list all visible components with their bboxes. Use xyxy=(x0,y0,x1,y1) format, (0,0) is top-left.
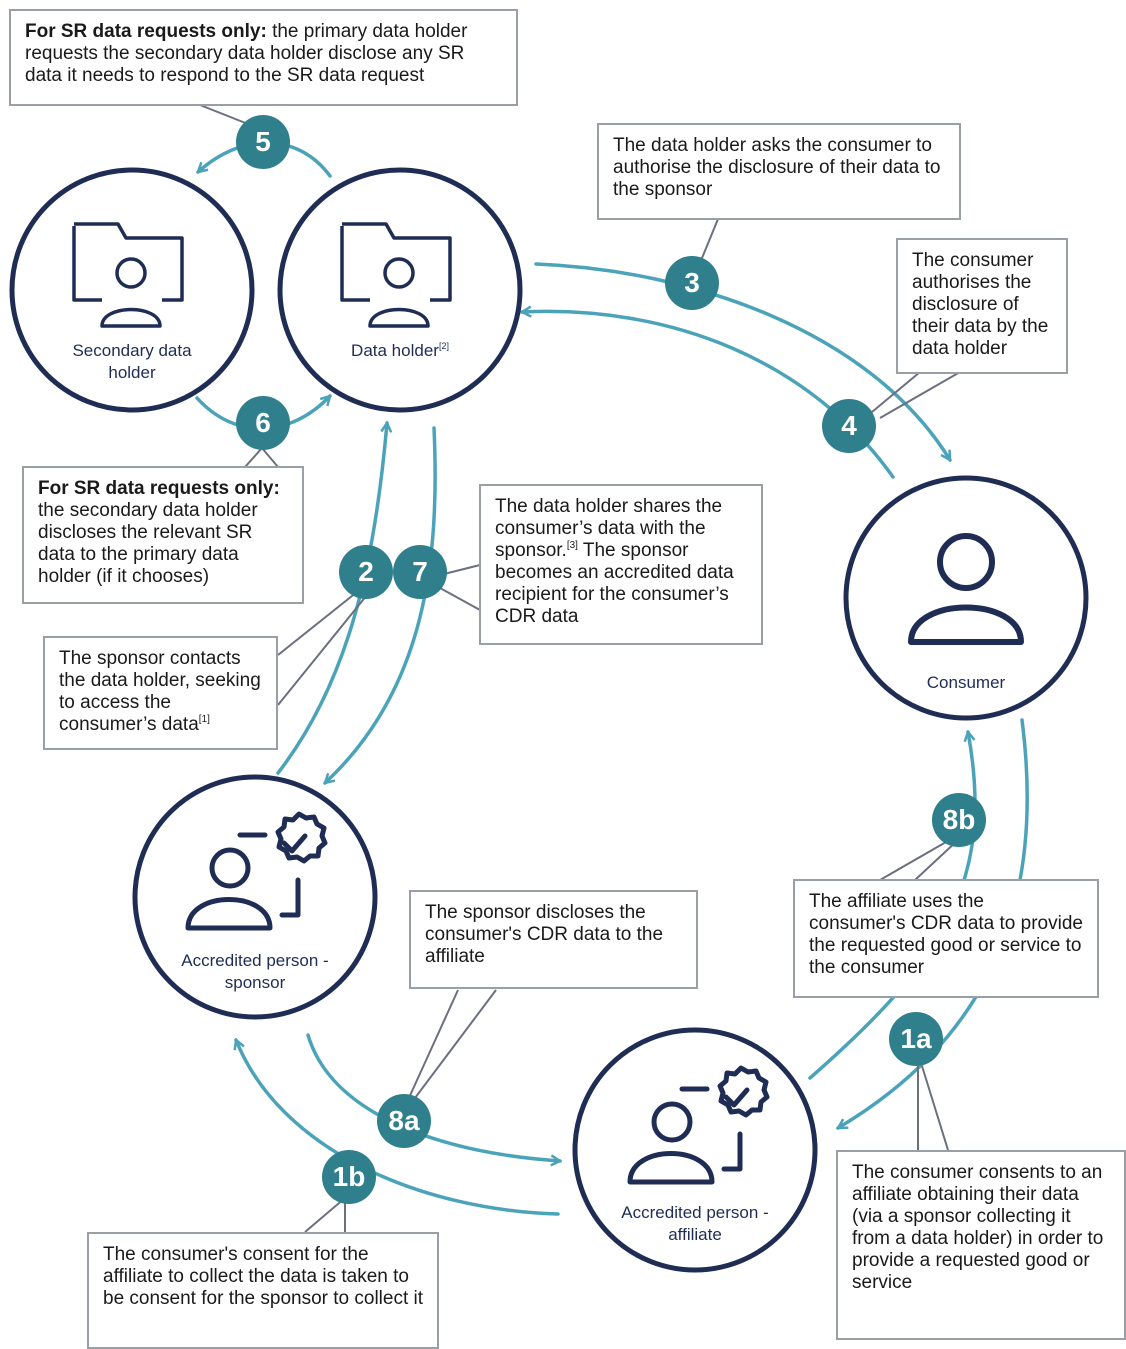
person-verified-icon xyxy=(627,1065,770,1185)
step-badge-8b: 8b xyxy=(932,793,986,847)
callout-step-6-text: the secondary data holder discloses the … xyxy=(38,500,258,587)
callout-step-5-text: the primary data holder requests the sec… xyxy=(25,21,468,86)
person-verified-icon xyxy=(185,811,328,931)
callout-step-7-text-b: The sponsor becomes an accredited data r… xyxy=(495,540,734,627)
arrow-step-2 xyxy=(276,423,387,775)
sponsor-label: Accredited person - sponsor xyxy=(181,951,329,992)
callout-step-5: For SR data requests only: the primary d… xyxy=(9,9,518,106)
step-badge-6: 6 xyxy=(236,396,290,450)
data-holder-footnote-ref[interactable]: [2] xyxy=(438,341,449,351)
folder-person-icon xyxy=(72,222,184,328)
consumer-label: Consumer xyxy=(926,673,1006,692)
person-icon xyxy=(908,533,1024,645)
sponsor-node xyxy=(132,774,378,1020)
arrow-step-4 xyxy=(522,311,895,479)
callout-step-1b: The consumer's consent for the affiliate… xyxy=(87,1232,439,1349)
data-holder-node xyxy=(277,167,523,413)
data-holder-label: Data holder[2] xyxy=(310,340,490,362)
callout-step-2-footnote-ref[interactable]: [1] xyxy=(198,714,210,725)
step-badge-5: 5 xyxy=(236,115,290,169)
callout-step-6: For SR data requests only: the secondary… xyxy=(22,466,304,604)
affiliate-label: Accredited person - affiliate xyxy=(621,1203,769,1244)
callout-step-3: The data holder asks the consumer to aut… xyxy=(597,123,961,220)
folder-person-icon xyxy=(340,222,452,328)
step-badge-2: 2 xyxy=(339,545,393,599)
callout-step-7-footnote-ref[interactable]: [3] xyxy=(566,540,578,551)
step-badge-1b: 1b xyxy=(322,1150,376,1204)
callout-step-5-heading: For SR data requests only: xyxy=(25,21,267,42)
callout-step-8b: The affiliate uses the consumer's CDR da… xyxy=(793,879,1099,998)
leader-4 xyxy=(871,371,961,419)
arrow-step-8a xyxy=(306,1033,560,1161)
callout-step-7-text-a: The data holder shares the consumer’s da… xyxy=(495,496,723,561)
leader-1a xyxy=(917,1065,949,1151)
callout-step-8a: The sponsor discloses the consumer's CDR… xyxy=(409,890,698,989)
leader-6 xyxy=(244,446,279,468)
callout-step-6-heading: For SR data requests only: xyxy=(38,478,280,499)
leader-5 xyxy=(199,104,249,125)
arrow-step-7 xyxy=(325,426,437,783)
callout-step-1a: The consumer consents to an affiliate ob… xyxy=(836,1150,1126,1340)
step-badge-1a: 1a xyxy=(889,1012,943,1066)
leader-1b xyxy=(304,1195,346,1233)
callout-step-4: The consumer authorises the disclosure o… xyxy=(896,238,1068,374)
data-holder-label-text: Data holder xyxy=(351,341,439,360)
callout-step-2-text: The sponsor contacts the data holder, se… xyxy=(59,648,261,735)
step-badge-4: 4 xyxy=(822,399,876,453)
secondary-data-holder-node xyxy=(9,167,255,413)
step-badge-3: 3 xyxy=(665,256,719,310)
leader-2 xyxy=(277,587,368,706)
arrow-step-3 xyxy=(534,262,952,460)
callout-step-2: The sponsor contacts the data holder, se… xyxy=(43,636,278,750)
consumer-node xyxy=(843,475,1089,721)
secondary-data-holder-label: Secondary data holder xyxy=(72,341,192,382)
leader-8a xyxy=(407,989,497,1103)
callout-step-7: The data holder shares the consumer’s da… xyxy=(479,484,763,645)
step-badge-8a: 8a xyxy=(377,1094,431,1148)
leader-8b xyxy=(879,837,959,881)
step-badge-7: 7 xyxy=(393,545,447,599)
affiliate-node xyxy=(572,1027,818,1273)
